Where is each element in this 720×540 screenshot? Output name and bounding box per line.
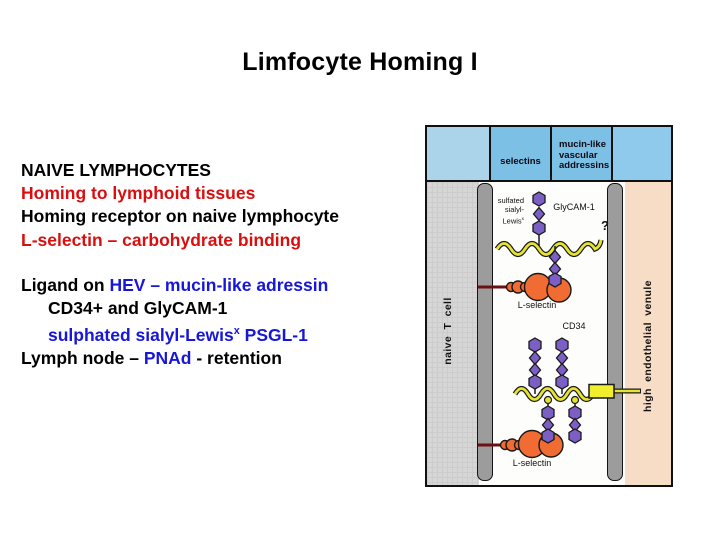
lewis-text: Lewis (502, 216, 522, 226)
text-line-lymph-node: Lymph node – PNAd - retention (21, 347, 421, 370)
selectins-label: selectins (500, 155, 541, 167)
pnad-blue-text: PNAd (143, 348, 192, 369)
header-cell-right (611, 127, 671, 180)
header-cell-left (427, 127, 489, 180)
sulfated-line1: sulfated (497, 196, 524, 205)
text-line-l-selectin: L-selectin – carbohydrate binding (21, 229, 302, 250)
text-line-homing-tissues: Homing to lymphoid tissues (21, 183, 256, 204)
diagram-header: selectins mucin-like vascular addressins (427, 127, 671, 182)
mucin-label-line3: addressins (559, 160, 610, 171)
molecule-graphic (478, 191, 641, 459)
sulphated-text: sulphated sialyl-Lewis (48, 325, 234, 346)
mucin-label-line1: mucin-like (559, 139, 606, 150)
text-spacer (21, 252, 421, 274)
l-selectin-bottom-label: L-selectin (512, 458, 552, 468)
text-block: NAIVE LYMPHOCYTES Homing to lymphoid tis… (21, 159, 421, 370)
text-line-sulphated: sulphated sialyl-Lewisx PSGL-1 (21, 320, 421, 347)
glycam-1-label: GlyCAM-1 (553, 202, 595, 212)
l-selectin-top-label: L-selectin (517, 300, 557, 310)
text-line-homing-receptor: Homing receptor on naive lymphocyte (21, 206, 339, 227)
header-cell-selectins: selectins (489, 127, 550, 180)
header-cell-addressins: mucin-like vascular addressins (550, 127, 611, 180)
naive-t-cell-label: naive T cell (442, 297, 454, 365)
naive-t-cell-bar (427, 182, 479, 485)
sulfated-line3: Lewisx (477, 214, 524, 226)
t-cell-membrane (477, 183, 493, 481)
high-endothelial-venule-label: high endothelial venule (642, 280, 654, 412)
homing-diagram: selectins mucin-like vascular addressins (425, 125, 673, 487)
ligand-blue-text: HEV – mucin-like adressin (109, 274, 329, 295)
sulfated-line2: sialyl- (504, 205, 524, 214)
text-line-cd34: CD34+ and GlyCAM-1 (48, 298, 228, 319)
lewis-superscript: x (521, 216, 524, 221)
question-mark-label: ? (601, 218, 609, 233)
text-line-naive-lymphocytes: NAIVE LYMPHOCYTES (21, 160, 211, 180)
cd34-label: CD34 (562, 321, 586, 331)
sulphated-superscript: x (233, 325, 240, 338)
text-line-ligand: Ligand on HEV – mucin-like adressin (21, 274, 421, 297)
diagram-body: sulfated sialyl- Lewisx GlyCAM-1 ? L-sel… (427, 182, 671, 485)
ligand-black-text: Ligand on (21, 274, 110, 295)
retention-black-text: - retention (191, 348, 282, 369)
hev-bar (625, 182, 671, 485)
mucin-label-line2: vascular (559, 149, 598, 161)
lymph-node-black-text: Lymph node – (21, 348, 144, 369)
sulfated-sialyl-lewis-label: sulfated sialyl- Lewisx (477, 196, 524, 226)
hev-membrane (607, 183, 623, 481)
psgl-text: PSGL-1 (239, 325, 308, 346)
page-title: Limfocyte Homing I (242, 48, 478, 76)
